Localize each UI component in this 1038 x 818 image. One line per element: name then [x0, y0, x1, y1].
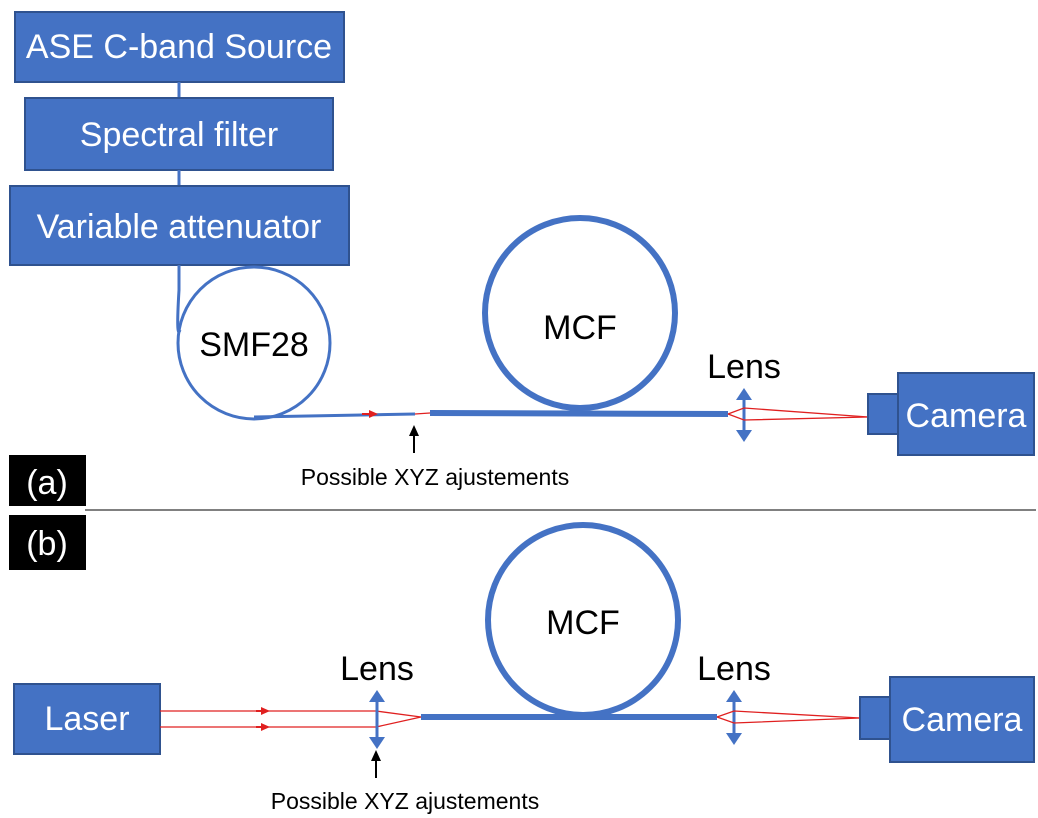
panel-b-tag-bg: [9, 515, 86, 570]
panel-a-tag: (a): [26, 464, 68, 502]
spectral-filter-label: Spectral filter: [80, 116, 278, 154]
camera-label-b: Camera: [902, 701, 1023, 739]
coupling-gap-beam: [414, 412, 431, 415]
spectral-filter-box: Spectral filter: [24, 97, 334, 171]
smf28-spool: [176, 265, 332, 421]
camera-a: Camera: [867, 372, 1035, 456]
panel-b-tag: (b): [26, 525, 68, 563]
mcf-label: MCF: [543, 309, 617, 347]
panel-b: (b) Laser Lens MCF Lens: [9, 515, 1035, 814]
xyz-label-b: Possible XYZ ajustements: [271, 788, 539, 814]
smf28-label: SMF28: [199, 326, 309, 364]
mcf-spool: [482, 215, 678, 411]
variable-attenuator-label: Variable attenuator: [37, 208, 322, 246]
lens-out: [726, 690, 742, 745]
panel-a-tag-bg: [9, 455, 86, 506]
smf-output-fiber: [253, 412, 416, 419]
lens-in-label: Lens: [340, 650, 414, 688]
output-beam-lower: [727, 413, 869, 421]
ase-source-label: ASE C-band Source: [26, 28, 332, 66]
output-beam-b-lower: [716, 716, 861, 724]
laser-label: Laser: [44, 700, 129, 738]
camera-b: Camera: [859, 676, 1035, 763]
focused-beam: [375, 710, 422, 728]
lens-in: [369, 690, 385, 749]
xyz-label: Possible XYZ ajustements: [301, 464, 569, 490]
output-beam-upper: [727, 407, 869, 418]
lens-out-label: Lens: [697, 650, 771, 688]
variable-attenuator-box: Variable attenuator: [9, 185, 350, 266]
panel-a: ASE C-band Source Spectral filter Variab…: [9, 11, 1035, 506]
camera-label: Camera: [906, 397, 1027, 435]
mcf-fiber: [429, 410, 729, 417]
laser-box: Laser: [13, 683, 161, 755]
mcf-label-b: MCF: [546, 604, 620, 642]
output-beam-b-upper: [716, 710, 861, 719]
ase-source-box: ASE C-band Source: [14, 11, 345, 83]
lens: [736, 388, 752, 442]
lens-label: Lens: [707, 348, 781, 386]
